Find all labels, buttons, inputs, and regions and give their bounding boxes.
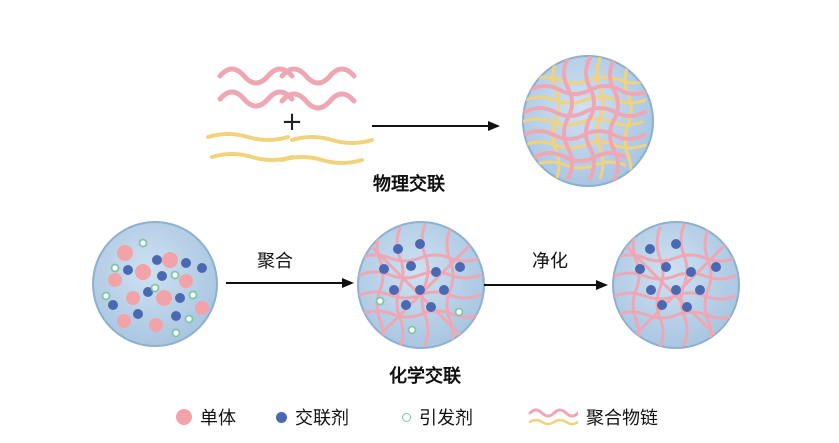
initiator-remaining: [375, 296, 464, 335]
crosslinker-dots: [108, 255, 207, 321]
legend-initiator-label: 引发剂: [419, 408, 473, 429]
plus-sign: +: [281, 107, 303, 137]
physical-hydrogel-sphere: [522, 55, 654, 187]
purify-label: 净化: [532, 251, 568, 272]
legend-initiator: 引发剂: [402, 402, 473, 432]
crosslinker-nodes-purified: [635, 239, 721, 312]
yellow-chains-raw: [206, 132, 374, 165]
legend-crosslinker-label: 交联剂: [295, 408, 349, 429]
monomer-dots: [108, 245, 209, 332]
legend-polymer-chain-label: 聚合物链: [586, 408, 658, 429]
arrow-purify: [484, 280, 608, 290]
legend-polymer-chain: 聚合物链: [528, 402, 658, 432]
polymerized-network-sphere: [357, 221, 485, 349]
monomer-swatch-icon: [176, 409, 192, 425]
arrow-polymerize: [226, 278, 354, 288]
legend: 单体 交联剂 引发剂 聚合物链: [0, 402, 839, 432]
pink-chains-raw: [217, 66, 357, 111]
legend-monomer-label: 单体: [200, 408, 236, 429]
crosslinker-swatch-icon: [276, 411, 287, 423]
legend-crosslinker: 交联剂: [276, 402, 349, 432]
arrow-physical: [372, 121, 500, 131]
legend-monomer: 单体: [176, 402, 236, 432]
chemical-crosslink-title: 化学交联: [389, 366, 461, 387]
initiator-swatch-icon: [402, 412, 411, 422]
polymer-chain-swatch-icon: [528, 408, 578, 426]
polymerize-label: 聚合: [257, 251, 293, 272]
initiator-dots: [101, 238, 198, 338]
monomer-mixture-sphere: [92, 221, 218, 347]
purified-network-sphere: [612, 221, 740, 349]
physical-crosslink-title: 物理交联: [373, 174, 445, 195]
crosslinker-nodes: [379, 239, 465, 312]
